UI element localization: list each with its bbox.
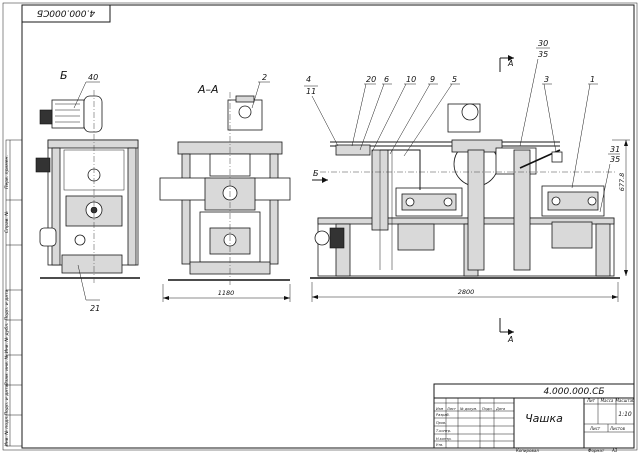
callout-31: 31 (610, 145, 620, 154)
callout-4: 4 (306, 75, 311, 84)
sheets-label: Листов (609, 426, 626, 431)
dim-width: 1180 (218, 289, 235, 297)
callout-20: 20 (366, 75, 376, 84)
section-mark-top: А (507, 59, 513, 68)
callout-35-a: 35 (538, 50, 548, 59)
row-dev: Разраб. (436, 413, 450, 417)
row-sign: Подп. (482, 407, 493, 411)
section-mark-bottom: А (507, 335, 513, 344)
title-code: 4.000.000.СБ (543, 387, 604, 397)
view-b: Б 40 21 (35, 69, 140, 313)
main-view: 2800 677.8 А А Б 4 11 20 6 (304, 39, 630, 344)
callout-3: 3 (544, 75, 549, 84)
stamp-sprav: Справ. № (4, 211, 10, 233)
callout-2: 2 (262, 73, 267, 82)
copied-label: Копировал (516, 448, 539, 453)
format-label: Формат (588, 448, 605, 453)
title-name: Чашка (525, 412, 563, 425)
callout-9: 9 (430, 75, 435, 84)
row-approve: Утв. (436, 443, 443, 447)
row-date: Дата (495, 407, 505, 411)
stamp-inv-dubl: Инв. № дубл. (4, 323, 10, 354)
bottom-labels: Копировал Формат А3 (516, 448, 618, 453)
title-block: 4.000.000.СБ Чашка Лит Масса Масштаб 1:1… (433, 383, 635, 449)
callout-1: 1 (590, 75, 595, 84)
dim-length: 2800 (458, 288, 475, 296)
callouts-main: 4 11 20 6 10 9 5 30 35 3 (304, 39, 620, 213)
callout-6: 6 (384, 75, 389, 84)
row-list: Лист (446, 407, 457, 411)
view-aa-label: А–А (197, 83, 219, 96)
stamp-inv-podl: Инв. № подл. (4, 415, 10, 446)
col-mass: Масса (601, 398, 614, 403)
callout-21: 21 (90, 304, 100, 313)
callout-30: 30 (538, 39, 548, 48)
dim-height: 677.8 (618, 173, 626, 192)
stamp-podp-data-1: Подп. и дата (4, 289, 10, 320)
format-value: А3 (611, 448, 618, 453)
row-izm: Изм (436, 407, 443, 411)
rotated-code-box: 4.000.000СБ (21, 4, 111, 23)
stamp-perv-primen: Перв. примен. (4, 155, 10, 189)
callout-10: 10 (406, 75, 416, 84)
col-scale: Масштаб (615, 398, 635, 403)
callout-35-b: 35 (610, 155, 620, 164)
arrow-b-label: Б (313, 169, 319, 178)
callout-11: 11 (306, 87, 316, 96)
col-lit: Лит (586, 398, 596, 403)
sheet-label: Лист (589, 426, 601, 431)
scale-value: 1:10 (618, 411, 632, 418)
side-stamp-column: Перв. примен. Справ. № Подп. и дата Инв.… (4, 139, 23, 447)
row-tcontr: Т.контр. (436, 429, 451, 433)
row-ncontr: Н.контр. (436, 437, 452, 441)
callout-40: 40 (88, 73, 98, 82)
stamp-podp-data-2: Подп. и дата (4, 384, 10, 415)
view-aa: А–А 1180 2 (159, 73, 291, 302)
row-doc: № докум. (459, 407, 477, 411)
view-b-label: Б (60, 69, 68, 82)
rotated-code: 4.000.000СБ (37, 8, 95, 18)
row-check: Пров. (436, 421, 446, 425)
stamp-vzam-inv: Взам. инв. № (4, 354, 10, 385)
callout-5: 5 (452, 75, 457, 84)
